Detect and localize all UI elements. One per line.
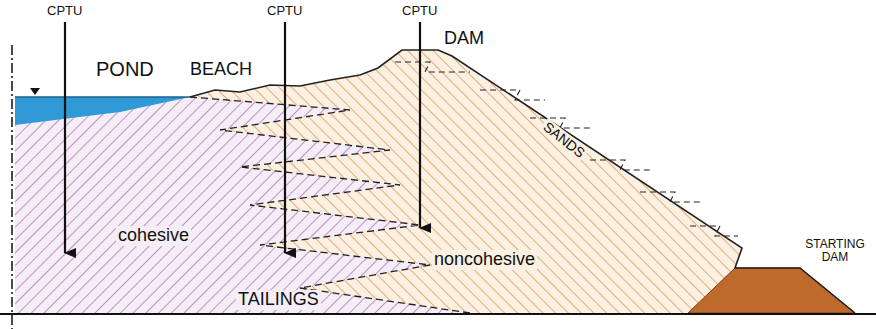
base-line bbox=[0, 313, 876, 315]
cptu-arrow bbox=[419, 22, 421, 228]
zone-label: STARTING DAM bbox=[800, 238, 870, 264]
probe-label: CPTU bbox=[400, 4, 439, 18]
material-label: noncohesive bbox=[432, 250, 537, 270]
probe-label: CPTU bbox=[45, 4, 84, 18]
ground-surface bbox=[190, 50, 855, 313]
material-label: TAILINGS bbox=[236, 290, 321, 310]
noncohesive-zone bbox=[15, 50, 855, 313]
water-surface bbox=[15, 96, 190, 98]
cohesive-zone bbox=[15, 97, 470, 313]
zone-label: POND bbox=[94, 58, 156, 80]
symmetry-axis bbox=[11, 45, 13, 329]
interlayer-boundary bbox=[190, 97, 470, 313]
pond-water bbox=[15, 97, 190, 125]
starting-dam bbox=[688, 268, 855, 313]
sand-layers bbox=[395, 62, 738, 236]
water-level-symbol bbox=[30, 88, 40, 95]
zone-label: DAM bbox=[442, 29, 486, 49]
zone-label: BEACH bbox=[188, 60, 254, 80]
cptu-arrow bbox=[284, 22, 286, 253]
material-label: cohesive bbox=[116, 226, 191, 246]
cptu-arrow bbox=[64, 22, 66, 253]
probe-label: CPTU bbox=[265, 4, 304, 18]
